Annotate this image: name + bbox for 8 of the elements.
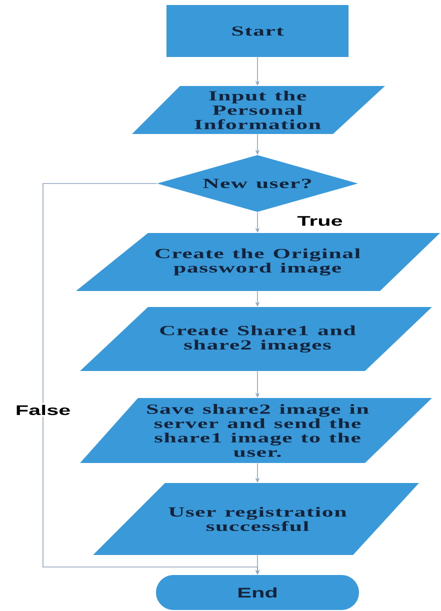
edge-label: True: [296, 214, 344, 228]
data-parallelogram: Save share2 image in server and send the share1 image to the user.: [80, 398, 432, 463]
data-parallelogram: Input the Personal Information: [132, 86, 385, 134]
edge-label: False: [14, 403, 72, 417]
terminal-box: Start: [166, 5, 348, 57]
data-parallelogram: Create Share1 and share2 images: [80, 307, 432, 371]
data-parallelogram: Create the Original password image: [76, 233, 440, 291]
data-parallelogram: User registration successful: [93, 483, 419, 555]
